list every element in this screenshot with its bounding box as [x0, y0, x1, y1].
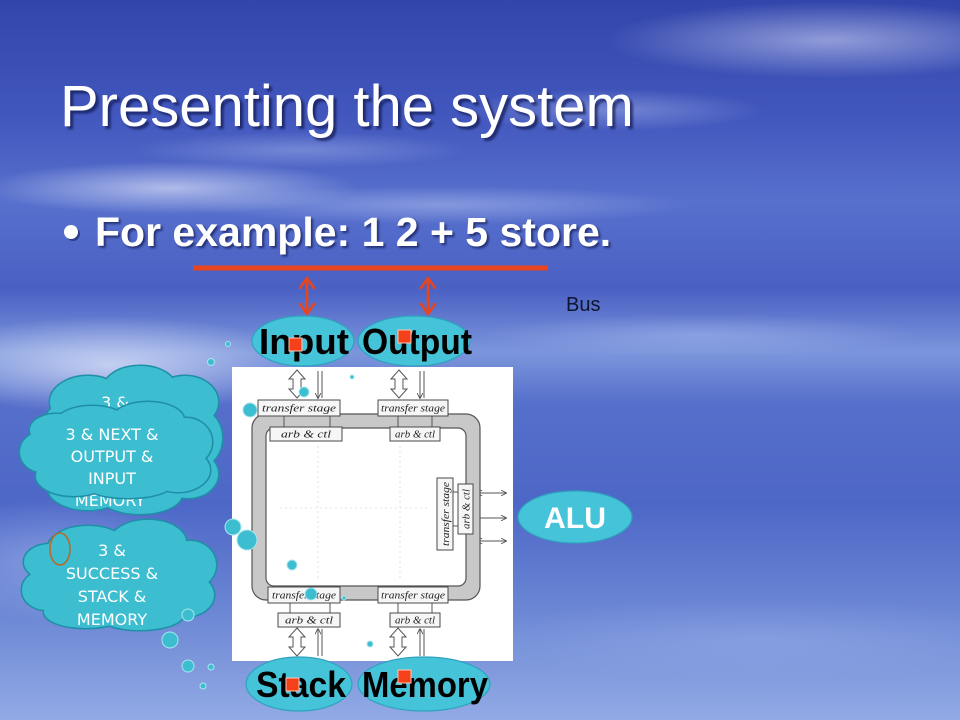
- arb-ctl-label: arb & ctl: [281, 429, 331, 441]
- transfer-stage-box: [436, 477, 454, 551]
- bubble-line: SUCCESS &: [66, 564, 158, 583]
- bubble-line: STACK &: [78, 587, 147, 606]
- diagram-ghost-lines: [280, 446, 430, 580]
- transfer-stage-label: transfer stage: [381, 403, 445, 415]
- bubble-line: MEMORY: [77, 610, 147, 629]
- transfer-stage-label: transfer stage: [262, 403, 336, 415]
- tail-dot: [199, 682, 207, 690]
- arb-ctl-box: [269, 426, 343, 442]
- tail-dot: [366, 640, 374, 648]
- tail-dot: [207, 358, 215, 366]
- stage-bottom-right: transfer stage arb & ctl: [377, 586, 449, 628]
- tail-dot: [341, 595, 347, 601]
- bubble-line: INPUT: [88, 469, 136, 488]
- arb-ctl-label: arb & ctl: [461, 489, 473, 529]
- stage-top-right: transfer stage arb & ctl: [377, 399, 449, 442]
- memory-label: Memory: [362, 664, 488, 705]
- thought-bubble-front: 3 & NEXT & OUTPUT & INPUT: [18, 400, 214, 500]
- memory-component: Memory: [357, 656, 491, 712]
- transfer-stage-label: transfer stage: [440, 482, 452, 546]
- tail-dot: [304, 587, 318, 601]
- transfer-stage-box: [257, 399, 341, 417]
- diagram-signal-wires: [318, 371, 506, 656]
- tail-dot: [161, 631, 179, 649]
- transfer-stage-box: [377, 399, 449, 417]
- tail-dot: [242, 402, 258, 418]
- tail-dot: [236, 529, 258, 551]
- arb-ctl-label: arb & ctl: [285, 615, 333, 627]
- thought-bubble-bottom: 3 & SUCCESS & STACK & MEMORY: [20, 518, 218, 632]
- transfer-stage-box: [267, 586, 341, 604]
- input-label: Input: [259, 321, 349, 362]
- tail-dot: [225, 341, 231, 347]
- tail-dot: [298, 386, 310, 398]
- output-marker-square: [397, 329, 412, 344]
- tail-dot: [349, 374, 355, 380]
- output-component: Output: [357, 315, 472, 367]
- output-ellipse: [357, 315, 471, 367]
- ring-architecture-diagram: transfer stage arb & ctl transfer stage …: [232, 367, 513, 661]
- alu-ellipse: [517, 490, 633, 544]
- stage-top-left: transfer stage arb & ctl: [257, 399, 343, 442]
- input-component: Input: [251, 315, 355, 367]
- slide-title: Presenting the system: [60, 74, 634, 139]
- oval-outline-shape: [49, 532, 71, 566]
- transfer-stage-label: transfer stage: [381, 590, 445, 602]
- arb-ctl-box: [389, 426, 441, 442]
- bus-arrow-input: [298, 276, 316, 316]
- stage-right: transfer stage arb & ctl: [436, 477, 474, 551]
- arb-ctl-label: arb & ctl: [395, 429, 435, 441]
- alu-component: ALU: [517, 490, 633, 544]
- bus-label: Bus: [566, 294, 600, 316]
- tail-dot: [181, 608, 195, 622]
- arb-ctl-box: [277, 612, 341, 628]
- stack-label: Stack: [256, 664, 347, 705]
- alu-label: ALU: [544, 502, 606, 535]
- arb-ctl-box: [457, 483, 474, 535]
- bus-arrow-output: [419, 276, 437, 316]
- tail-dot: [286, 559, 298, 571]
- tail-dot: [207, 663, 215, 671]
- bullet-dot: [64, 225, 80, 241]
- output-label: Output: [362, 321, 472, 362]
- arb-ctl-box: [389, 612, 441, 628]
- stage-bottom-left: transfer stage arb & ctl: [267, 586, 341, 628]
- tail-dot: [181, 659, 195, 673]
- memory-ellipse: [357, 656, 491, 712]
- bubble-line: 3 & NEXT &: [66, 425, 159, 444]
- thought-bubble-tail-dots: [161, 341, 374, 690]
- bullet-text: For example: 1 2 + 5 store.: [95, 209, 612, 255]
- transfer-stage-label: transfer stage: [272, 590, 336, 602]
- bubble-line: 3 &: [98, 541, 126, 560]
- memory-marker-square: [397, 669, 412, 684]
- input-ellipse: [251, 315, 355, 367]
- tail-dot: [224, 518, 242, 536]
- stack-marker-square: [285, 677, 300, 692]
- stage-connectors: [283, 416, 458, 613]
- bubble-line: OUTPUT &: [71, 447, 154, 466]
- arb-ctl-label: arb & ctl: [395, 615, 435, 627]
- transfer-stage-box: [377, 586, 449, 604]
- stack-component: Stack: [245, 656, 353, 712]
- input-marker-square: [288, 337, 303, 352]
